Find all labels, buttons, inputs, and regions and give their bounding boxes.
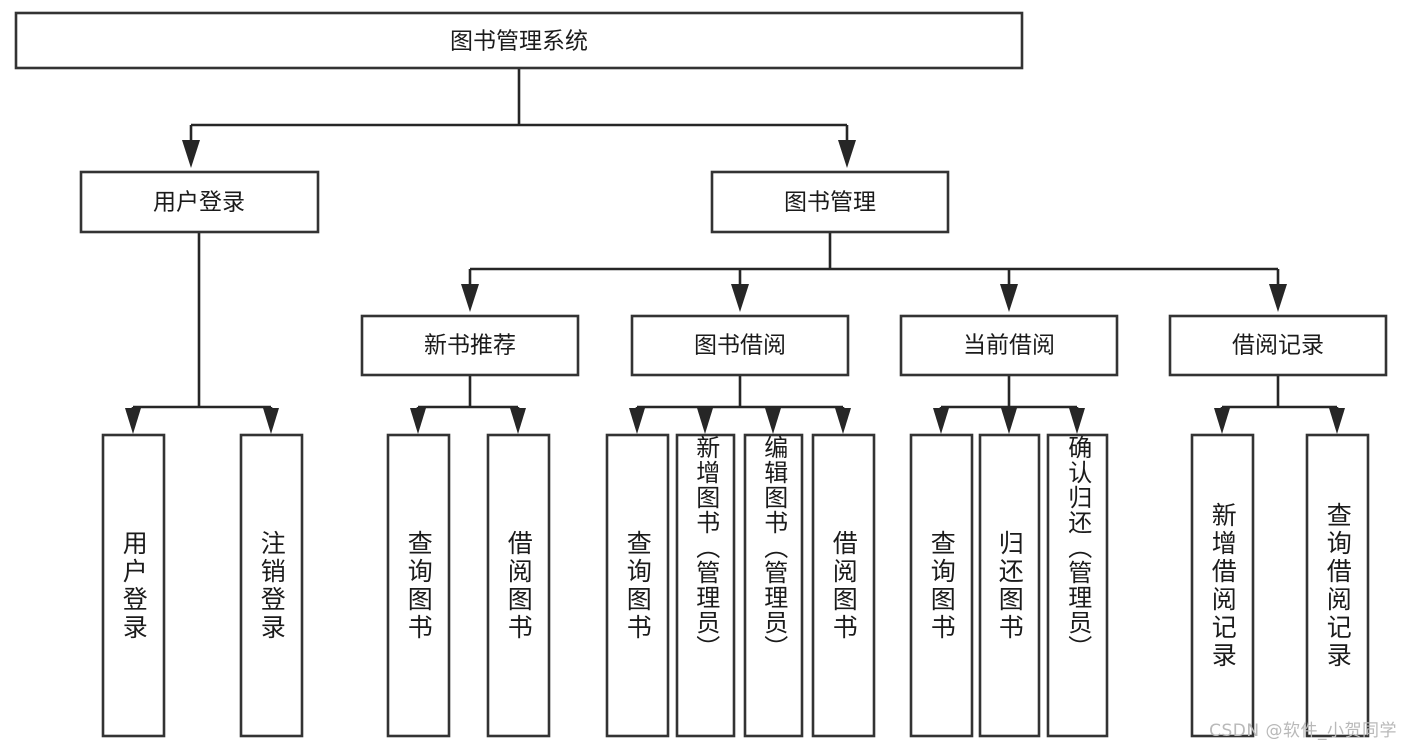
node-new-book-recommend[interactable]: 新书推荐 [360,314,580,377]
node-user-login[interactable]: 用户登录 [79,170,320,234]
node-book-borrow[interactable]: 图书借阅 [630,314,850,377]
node-new-book-recommend-label: 新书推荐 [424,333,516,359]
connector-new-book-recommend-to-leaves [410,375,526,434]
leaf-box[interactable] [743,433,804,738]
node-root-label: 图书管理系统 [450,29,588,55]
connector-user-login-to-leaves [125,232,279,434]
leaf-box[interactable] [909,433,974,738]
leaf-box[interactable] [811,433,876,738]
node-borrow-record-label: 借阅记录 [1232,333,1324,359]
leaf-box[interactable] [1305,433,1370,738]
connector-book-borrow-to-leaves [629,375,851,434]
connector-current-borrow-to-leaves [933,375,1085,434]
node-root[interactable]: 图书管理系统 [14,11,1024,70]
leaf-boxes [101,433,1370,738]
node-book-management-label: 图书管理 [784,190,876,216]
node-user-login-label: 用户登录 [153,190,245,216]
leaf-box[interactable] [1190,433,1255,738]
leaf-box[interactable] [386,433,451,738]
node-borrow-record[interactable]: 借阅记录 [1168,314,1388,377]
node-book-management[interactable]: 图书管理 [710,170,950,234]
connector-borrow-record-to-leaves [1214,375,1345,434]
leaf-box[interactable] [605,433,670,738]
leaf-box[interactable] [239,433,304,738]
leaf-box[interactable] [675,433,736,738]
leaf-box[interactable] [486,433,551,738]
node-book-borrow-label: 图书借阅 [694,333,786,359]
connector-level2-to-level3 [461,232,1287,312]
leaf-box[interactable] [978,433,1041,738]
node-current-borrow-label: 当前借阅 [963,333,1055,359]
connector-root-to-level2 [182,68,856,168]
leaf-box[interactable] [1046,433,1109,738]
node-current-borrow[interactable]: 当前借阅 [899,314,1119,377]
watermark-text: CSDN @软件_小贺同学 [1209,721,1397,741]
leaf-box[interactable] [101,433,166,738]
